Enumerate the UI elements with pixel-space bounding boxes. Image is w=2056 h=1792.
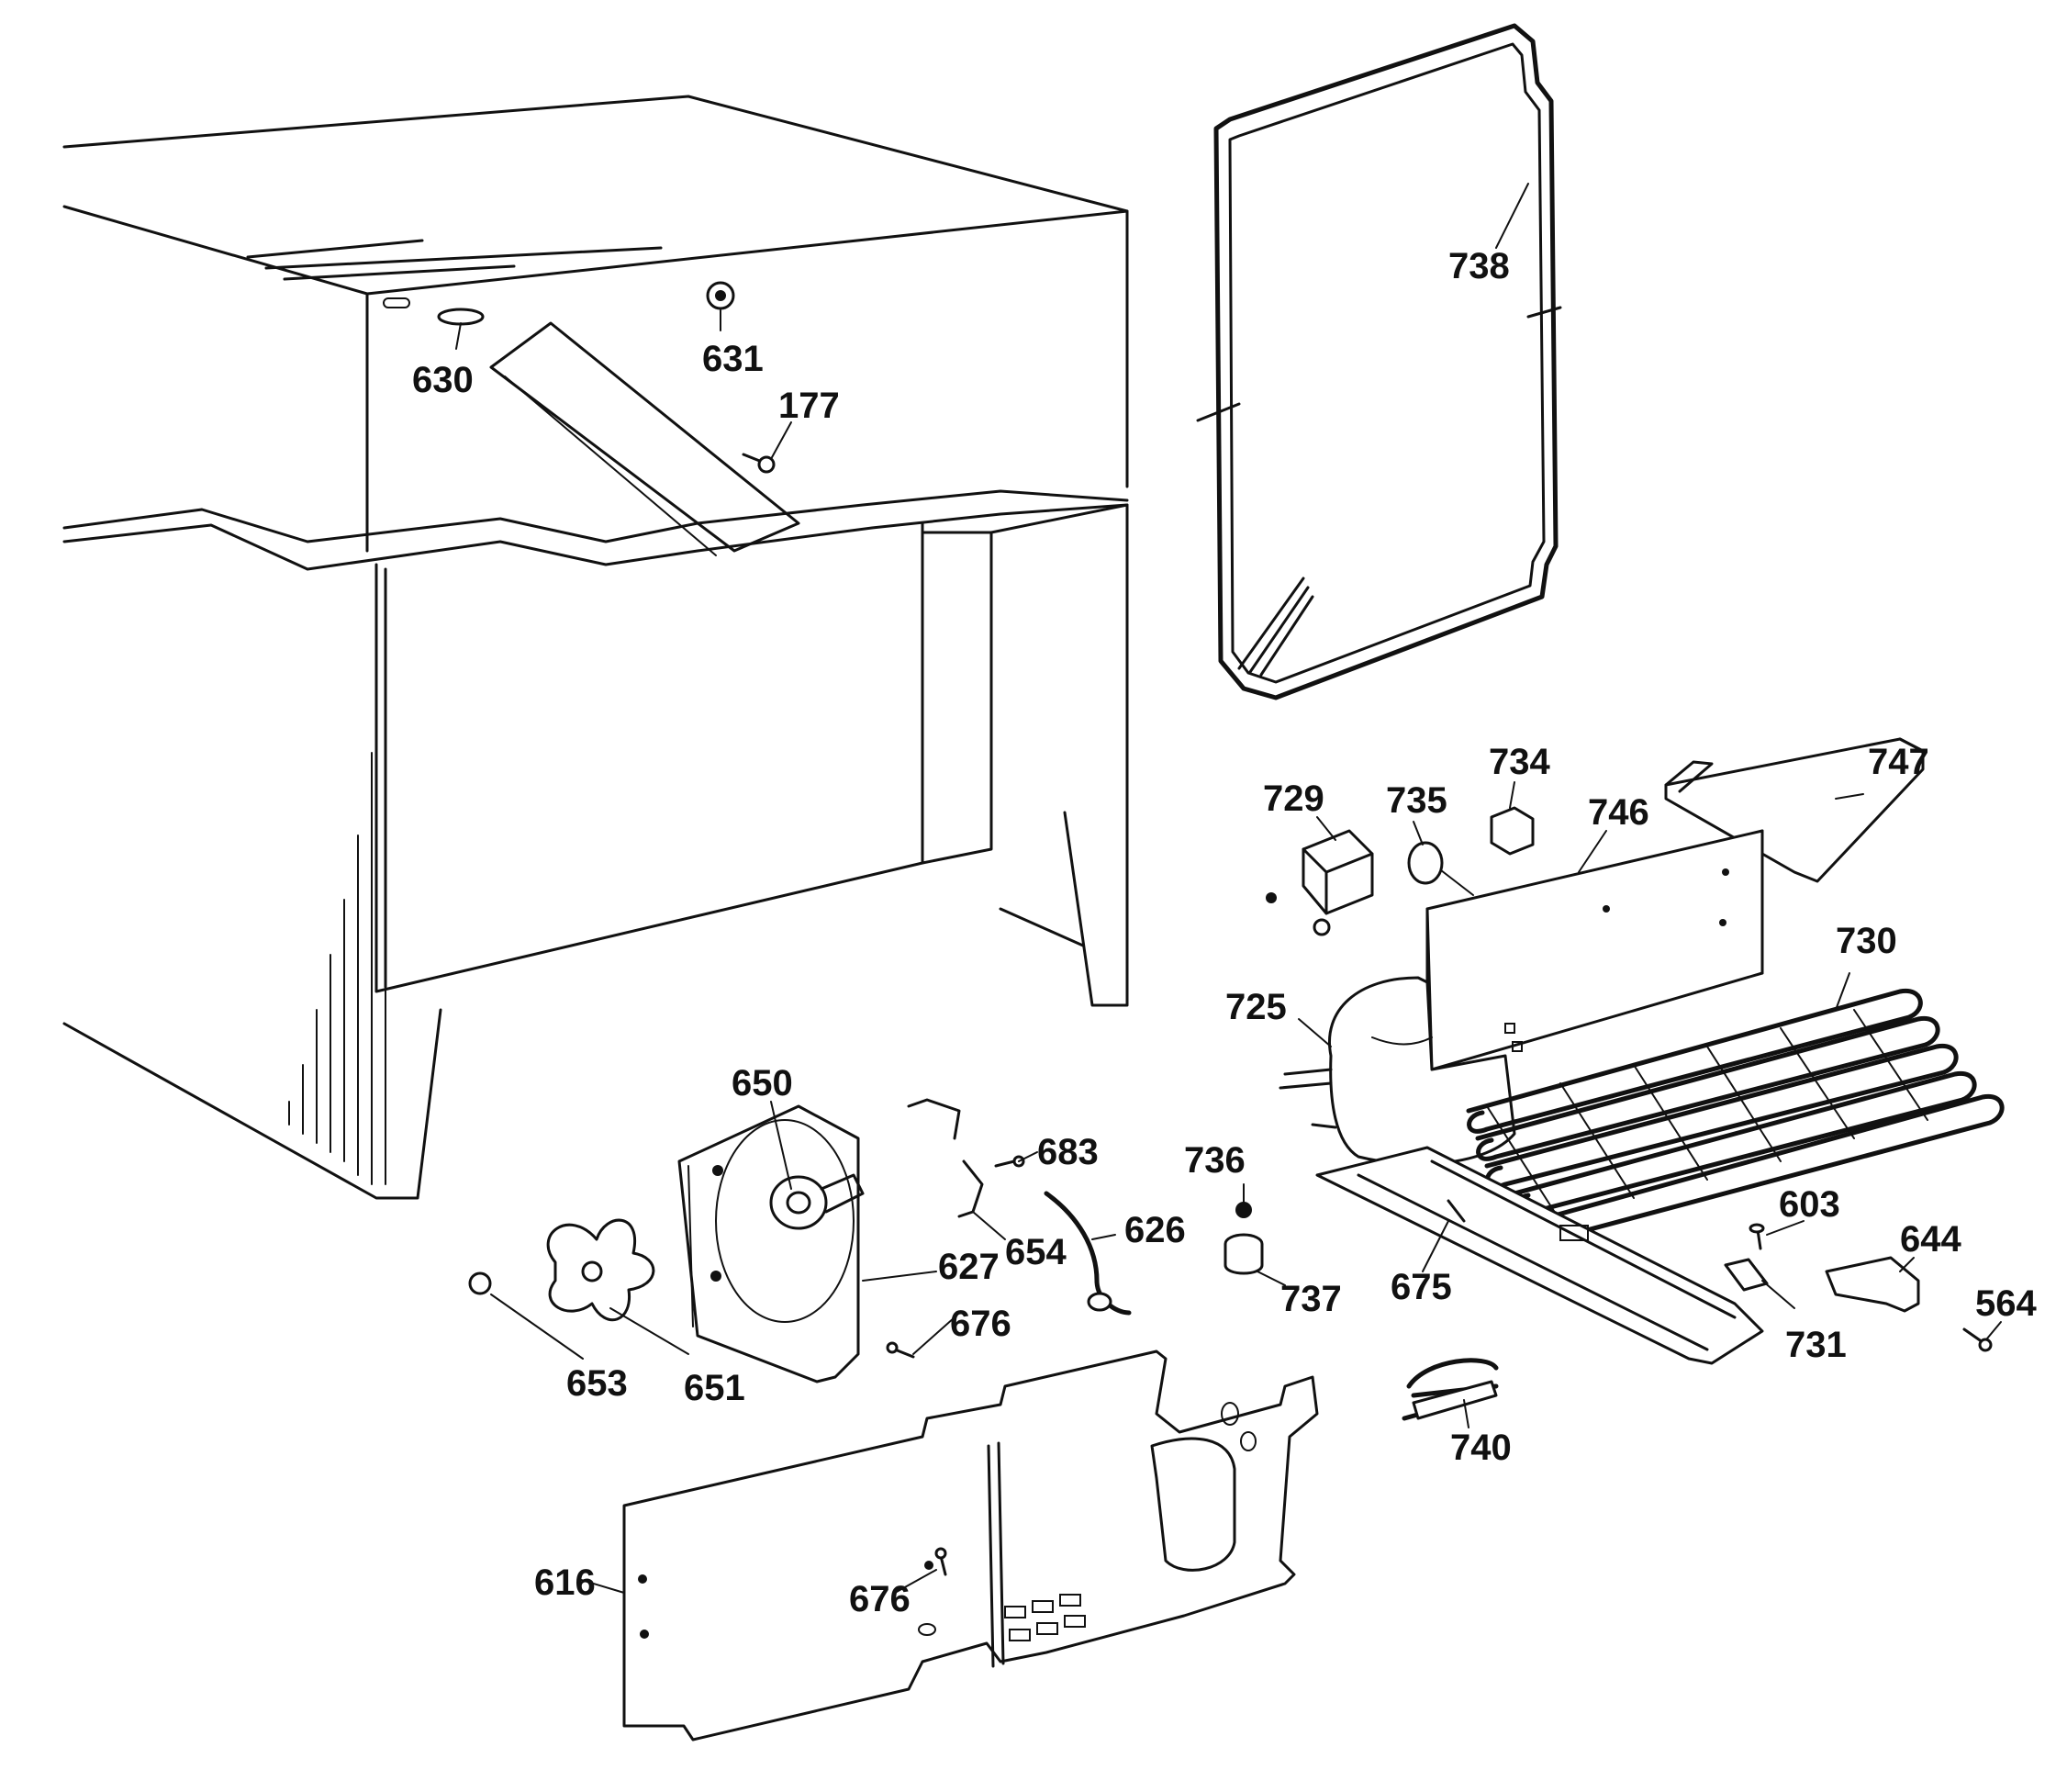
callout-737: 737 [1280, 1279, 1342, 1319]
callout-730: 730 [1836, 921, 1897, 961]
part-653-nut [468, 1271, 492, 1295]
callout-651: 651 [684, 1368, 745, 1408]
part-644-bracket [1825, 1256, 1920, 1313]
refrigerator-cabinet [62, 95, 1129, 1200]
part-747-tray [1664, 737, 1925, 883]
part-616-access-panel [622, 1350, 1319, 1742]
part-676-screw-lower [934, 1547, 947, 1576]
callout-675: 675 [1391, 1267, 1452, 1307]
part-627-fan-shroud [677, 1104, 860, 1383]
callout-630: 630 [412, 360, 474, 400]
part-650-fan-motor [769, 1173, 865, 1230]
leader-lines [455, 183, 2002, 1594]
part-654-bracket [907, 1098, 984, 1218]
part-564-screw [1962, 1327, 1993, 1352]
callout-653: 653 [566, 1363, 628, 1404]
part-626-wire [1044, 1191, 1132, 1316]
callout-746: 746 [1588, 792, 1649, 833]
part-630-plug [437, 308, 485, 326]
callout-740: 740 [1450, 1428, 1512, 1468]
part-737-grommet [1224, 1233, 1264, 1275]
part-735-overload [1407, 841, 1474, 896]
part-734-cover [1490, 806, 1535, 856]
callout-654: 654 [1005, 1232, 1067, 1272]
part-746-relay-bracket [1425, 829, 1764, 1071]
callout-729: 729 [1263, 778, 1324, 819]
callout-616: 616 [534, 1562, 596, 1603]
callout-676-lower: 676 [849, 1579, 911, 1619]
callout-725: 725 [1225, 987, 1287, 1027]
part-729-relay [1266, 829, 1374, 936]
callout-676-upper: 676 [950, 1304, 1011, 1344]
callout-738: 738 [1448, 246, 1510, 286]
compressor-base-pan [1315, 1146, 1764, 1365]
callout-731: 731 [1785, 1325, 1847, 1365]
callout-labels: 630 631 177 738 729 735 734 746 747 730 … [412, 246, 2037, 1619]
callout-177: 177 [778, 386, 840, 426]
part-731-clip [1724, 1258, 1769, 1292]
callout-627: 627 [938, 1247, 1000, 1287]
part-675-screw [1447, 1199, 1466, 1223]
callout-603: 603 [1779, 1184, 1840, 1225]
callout-650: 650 [732, 1063, 793, 1103]
callout-631: 631 [702, 339, 764, 379]
part-738-door-gasket [1196, 23, 1562, 700]
part-740-harness [1402, 1358, 1499, 1421]
callout-736: 736 [1184, 1140, 1246, 1181]
callout-564: 564 [1975, 1283, 2037, 1324]
callout-644: 644 [1900, 1219, 1961, 1260]
callout-747: 747 [1868, 742, 1929, 782]
callout-735: 735 [1386, 780, 1447, 821]
callout-626: 626 [1124, 1210, 1186, 1250]
callout-734: 734 [1489, 742, 1550, 782]
part-603-screw [1749, 1223, 1765, 1250]
callout-683: 683 [1037, 1132, 1099, 1172]
part-676-screw-upper [886, 1341, 915, 1359]
part-651-fan-blade [546, 1218, 655, 1322]
part-736-nut [1235, 1202, 1252, 1218]
